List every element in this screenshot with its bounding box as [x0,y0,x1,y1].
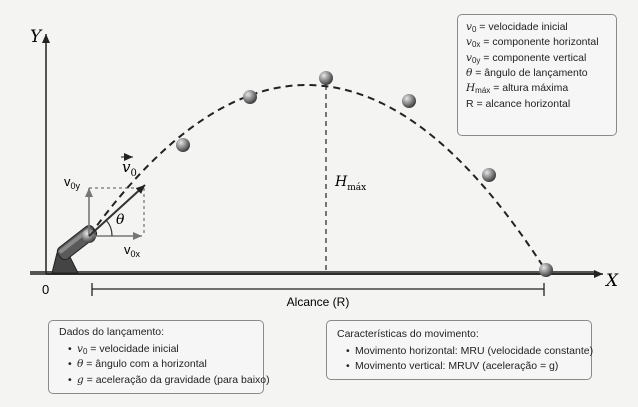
legend-item: v0x = componente horizontal [466,36,599,50]
x-axis-label: X [604,271,619,291]
legend-item: θ = ângulo de lançamento [466,67,588,80]
motion-item: Movimento horizontal: MRU (velocidade co… [346,344,593,359]
ball [539,263,553,277]
theta-label: θ [116,212,125,228]
theta-angle-arc [105,219,113,237]
motion-title: Características do movimento: [337,328,479,340]
ball [243,90,257,104]
launch-data-box: Dados do lançamento: v0 = velocidade ini… [48,320,270,394]
legend-item: v0y = componente vertical [466,51,587,65]
legend-item: Hmáx = altura máxima [466,82,569,96]
trajectory-path [89,84,547,272]
range-label: Alcance (R) [287,295,350,309]
ball [402,94,416,108]
ball [319,71,333,85]
launch-data-item: θ = ângulo com a horizontal [68,357,253,372]
motion-characteristics-box: Características do movimento: Movimento … [326,320,593,380]
v0-vector-arrow [88,184,146,237]
launch-data-item: v0 = velocidade inicial [68,342,253,357]
legend-box: v0 = velocidade inicial v0x = componente… [457,14,617,136]
motion-item: Movimento vertical: MRUV (aceleração = g… [346,359,581,374]
v0-label: v0 [121,153,137,179]
range-dimension [91,283,545,296]
legend-item: R = alcance horizontal [466,97,571,110]
svg-text:v0: v0 [122,158,137,179]
v0y-label: v0y [64,174,81,191]
launch-data-title: Dados do lançamento: [59,326,165,338]
v0x-label: v0x [124,242,141,259]
launch-data-item: g = aceleração da gravidade (para baixo) [68,373,270,388]
hmax-label: Hmáx [334,174,366,193]
ground [30,271,595,275]
ball [176,138,190,152]
legend-item: v0 = velocidade inicial [466,21,568,34]
origin-label: 0 [42,282,49,297]
y-axis-label: Y [30,27,43,47]
ball [482,168,496,182]
